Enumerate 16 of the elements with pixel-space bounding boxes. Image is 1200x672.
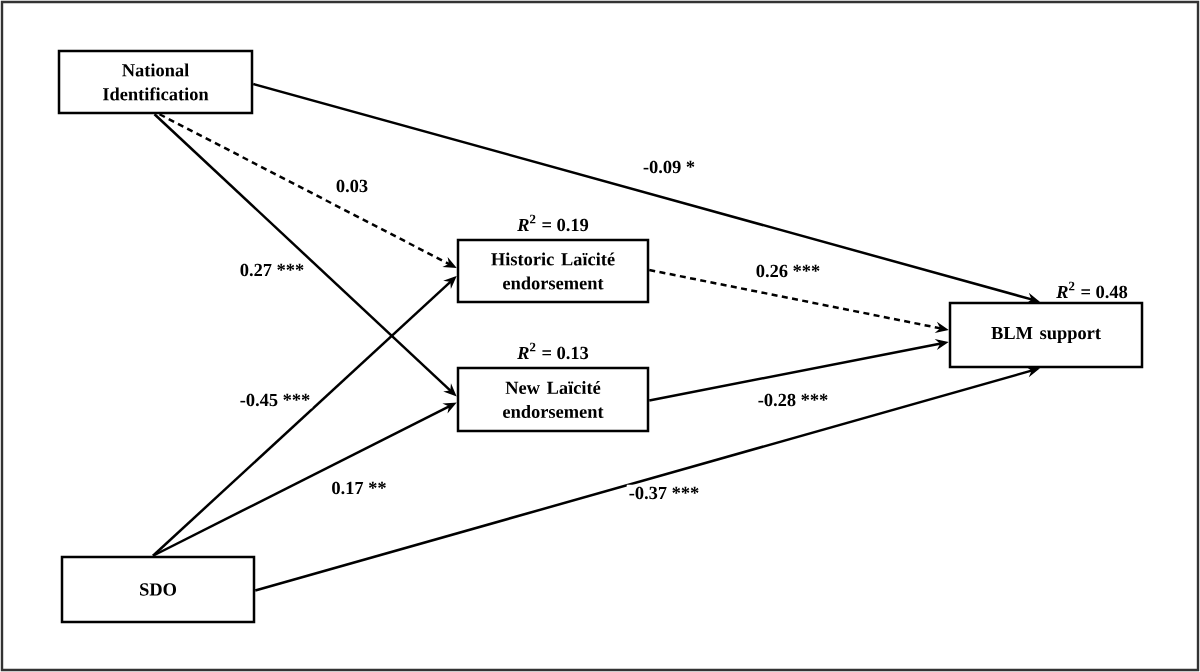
variable-box: SDO (60, 555, 256, 624)
edge-label: -0.37 *** (626, 484, 702, 502)
r-squared-label: R$^{2}$ = 0.13 (517, 342, 589, 360)
edge-label: 0.03 (333, 177, 371, 195)
r-squared-label: R$^{2}$ = 0.48 (1056, 281, 1128, 299)
variable-box: BLM support (948, 301, 1144, 369)
edge-label: -0.09 * (640, 158, 698, 176)
edge-label: 0.17 ** (329, 479, 389, 497)
edge-label: 0.26 *** (753, 262, 823, 280)
r-squared-label: R$^{2}$ = 0.19 (517, 214, 589, 232)
variable-box: National Identification (57, 49, 254, 115)
edge-label: 0.27 *** (237, 261, 307, 279)
variable-box: Historic Laïcité endorsement (456, 238, 650, 304)
edge-label: -0.28 *** (755, 391, 831, 409)
edge-label: -0.45 *** (237, 391, 313, 409)
variable-box: New Laïcité endorsement (456, 366, 650, 433)
